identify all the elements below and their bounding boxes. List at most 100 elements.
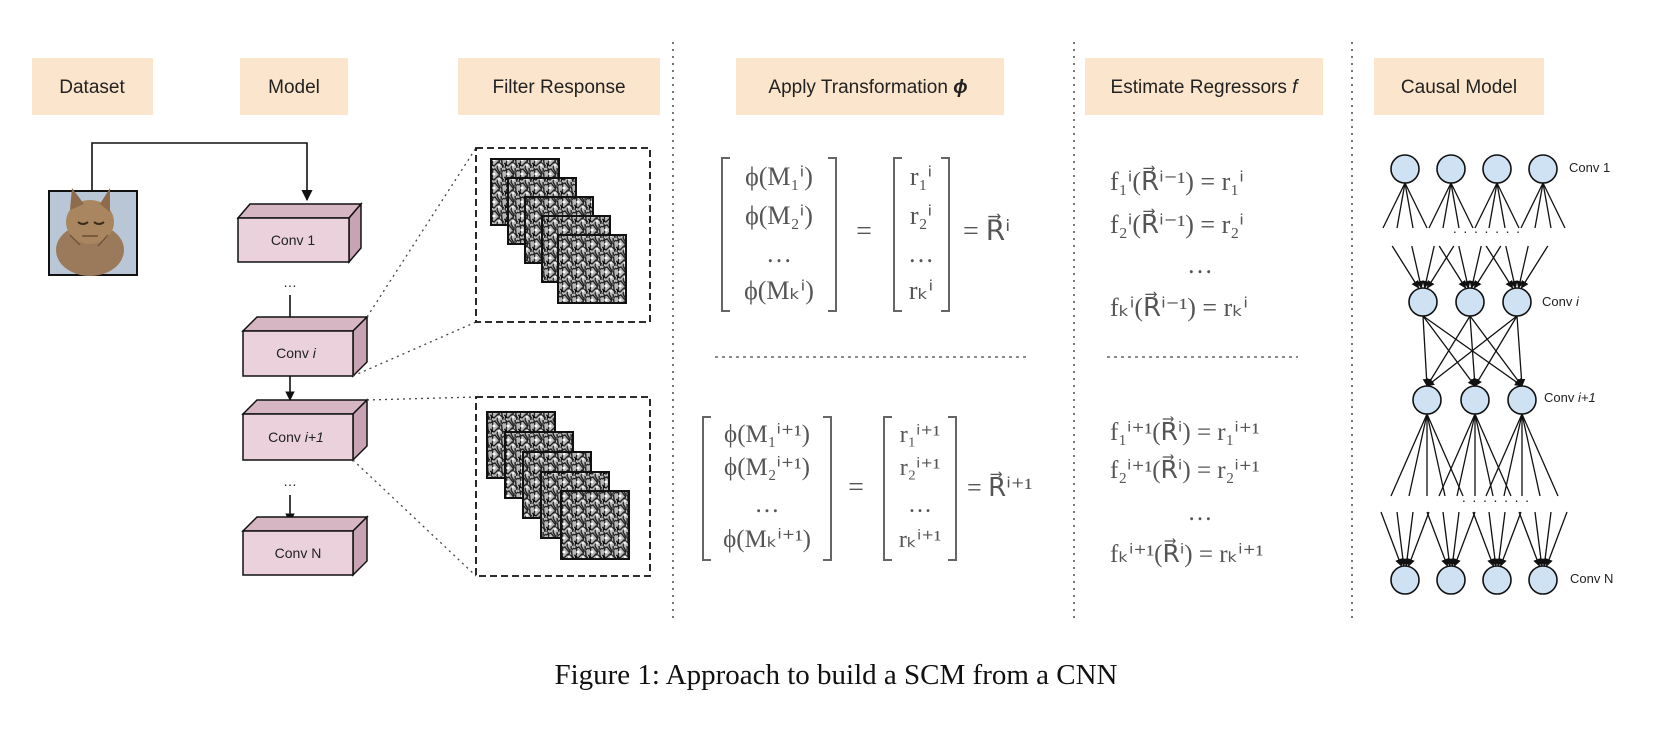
causal-edge: [1404, 182, 1428, 229]
causal-edge: [1404, 182, 1414, 229]
regressor-bottom-row-4: fₖⁱ⁺¹(R⃗ⁱ) = rₖⁱ⁺¹: [1110, 538, 1263, 568]
causal-edge: [1474, 413, 1512, 497]
filter-response-group-bottom: [475, 396, 651, 577]
phi-top-row-2: ϕ(M₂ⁱ): [745, 201, 813, 230]
causal-node-convi1: [1412, 385, 1442, 415]
causal-dots-bottom: · · · · · · ·: [1462, 492, 1531, 508]
causal-edge: [1545, 511, 1568, 567]
equals-bottom: =: [848, 472, 864, 503]
causal-edge: [1456, 413, 1476, 497]
causal-node-conv1: [1482, 154, 1512, 184]
causal-edge: [1496, 182, 1520, 229]
header-dataset-label: Dataset: [59, 77, 125, 98]
causal-edge: [1474, 315, 1518, 387]
causal-edge: [1426, 413, 1446, 497]
causal-edge: [1516, 315, 1526, 387]
causal-node-conv1: [1436, 154, 1466, 184]
phi-top-row-3: …: [766, 239, 792, 268]
convi-label: Conv i: [276, 345, 317, 361]
cat-image: [48, 188, 138, 276]
causal-label-conv1: Conv 1: [1569, 160, 1610, 175]
causal-edge: [1426, 315, 1471, 387]
r-bottom-row-2: r₂ⁱ⁺¹: [900, 455, 941, 481]
header-causal-model-label: Causal Model: [1401, 77, 1517, 98]
causal-edge: [1534, 511, 1545, 567]
header-apply-transformation-label: Apply Transformation ϕ: [768, 77, 967, 98]
causal-edge: [1449, 511, 1460, 567]
transformation-equation-top: ϕ(M₁ⁱ) ϕ(M₂ⁱ) … ϕ(Mₖⁱ) = r₁ⁱ r₂ⁱ … rₖⁱ =…: [721, 157, 1010, 312]
r-top-row-2: r₂ⁱ: [910, 201, 932, 230]
regressor-equations-bottom: f₁ⁱ⁺¹(R⃗ⁱ) = r₁ⁱ⁺¹ f₂ⁱ⁺¹(R⃗ⁱ) = r₂ⁱ⁺¹ … …: [1110, 416, 1263, 568]
phi-bottom-row-1: ϕ(M₁ⁱ⁺¹): [724, 421, 810, 448]
regressor-bottom-row-3: …: [1188, 499, 1213, 526]
feature-map: [560, 490, 630, 560]
zoom-line-bottom-2: [352, 459, 477, 577]
header-model-label: Model: [268, 77, 320, 98]
phi-top-row-1: ϕ(M₁ⁱ): [745, 162, 813, 191]
f-symbol: f: [1292, 77, 1299, 98]
r-top-row-4: rₖⁱ: [909, 276, 933, 305]
r-top-row-1: r₁ⁱ: [910, 162, 932, 191]
causal-edge: [1521, 413, 1559, 497]
zoom-line-top-2: [352, 321, 477, 377]
header-apply-transformation: Apply Transformation ϕ: [736, 58, 1004, 115]
causal-node-convN: [1482, 565, 1512, 595]
r-top-row-3: …: [908, 239, 934, 268]
causal-edge: [1496, 182, 1506, 229]
convi1-label-index: i+1: [305, 429, 324, 445]
conv-box-i1: Conv i+1: [241, 398, 369, 462]
causal-edge: [1474, 413, 1494, 497]
causal-node-convi: [1408, 287, 1438, 317]
phi-bottom-row-4: ϕ(Mₖⁱ⁺¹): [723, 526, 811, 553]
causal-edge: [1396, 511, 1407, 567]
dataset-to-conv1-arrow: [91, 142, 313, 202]
equals-top: =: [856, 216, 872, 247]
causal-edge: [1542, 182, 1566, 229]
causal-edge: [1380, 511, 1403, 567]
causal-edge: [1450, 182, 1460, 229]
r-bottom-row-4: rₖⁱ⁺¹: [899, 527, 941, 553]
causal-node-convi: [1502, 287, 1532, 317]
transformation-equation-bottom: ϕ(M₁ⁱ⁺¹) ϕ(M₂ⁱ⁺¹) … ϕ(Mₖⁱ⁺¹) = r₁ⁱ⁺¹ r₂ⁱ…: [702, 416, 1032, 561]
causal-node-conv1: [1528, 154, 1558, 184]
causal-edge: [1458, 245, 1471, 289]
header-model: Model: [240, 58, 348, 115]
causal-edge: [1422, 245, 1435, 289]
causal-edge: [1485, 245, 1514, 289]
causal-edge: [1411, 245, 1424, 289]
causal-label-convi1-prefix: Conv: [1544, 390, 1575, 405]
causal-edge: [1408, 413, 1428, 497]
conv-box-1: Conv 1: [236, 201, 363, 265]
causal-edge: [1520, 245, 1549, 289]
conv-box-i: Conv i: [241, 315, 369, 378]
figure-caption: Figure 1: Approach to build a SCM from a…: [554, 659, 1117, 691]
causal-label-convi-prefix: Conv: [1542, 294, 1573, 309]
header-filter-response: Filter Response: [458, 58, 660, 115]
causal-edge: [1474, 182, 1498, 229]
filter-response-group-top: [475, 147, 651, 323]
convN-label: Conv N: [275, 545, 322, 561]
regressor-equations-top: f₁ⁱ(R⃗ⁱ⁻¹) = r₁ⁱ f₂ⁱ(R⃗ⁱ⁻¹) = r₂ⁱ … fₖⁱ(…: [1110, 165, 1248, 322]
causal-edge: [1503, 413, 1523, 497]
causal-edge: [1407, 511, 1430, 567]
causal-edge: [1403, 511, 1414, 567]
regressor-top-row-1: f₁ⁱ(R⃗ⁱ⁻¹) = r₁ⁱ: [1110, 165, 1244, 196]
causal-edge: [1426, 413, 1464, 497]
causal-edge: [1426, 511, 1449, 567]
causal-edge: [1534, 182, 1544, 229]
causal-edge: [1442, 182, 1452, 229]
regressor-bottom-row-1: f₁ⁱ⁺¹(R⃗ⁱ) = r₁ⁱ⁺¹: [1110, 416, 1260, 446]
convi1-label: Conv i+1: [268, 429, 324, 445]
causal-node-convi1: [1507, 385, 1537, 415]
model-ellipsis-1: …: [283, 274, 297, 290]
causal-edge: [1505, 245, 1518, 289]
causal-node-conv1: [1390, 154, 1420, 184]
causal-edge: [1520, 182, 1544, 229]
causal-edge: [1488, 182, 1498, 229]
header-filter-response-label: Filter Response: [492, 77, 625, 98]
causal-edge: [1472, 511, 1495, 567]
causal-label-convN: Conv N: [1570, 571, 1613, 586]
causal-edge: [1453, 511, 1476, 567]
header-estimate-regressors-label: Estimate Regressors f: [1111, 77, 1300, 98]
causal-node-convN: [1436, 565, 1466, 595]
